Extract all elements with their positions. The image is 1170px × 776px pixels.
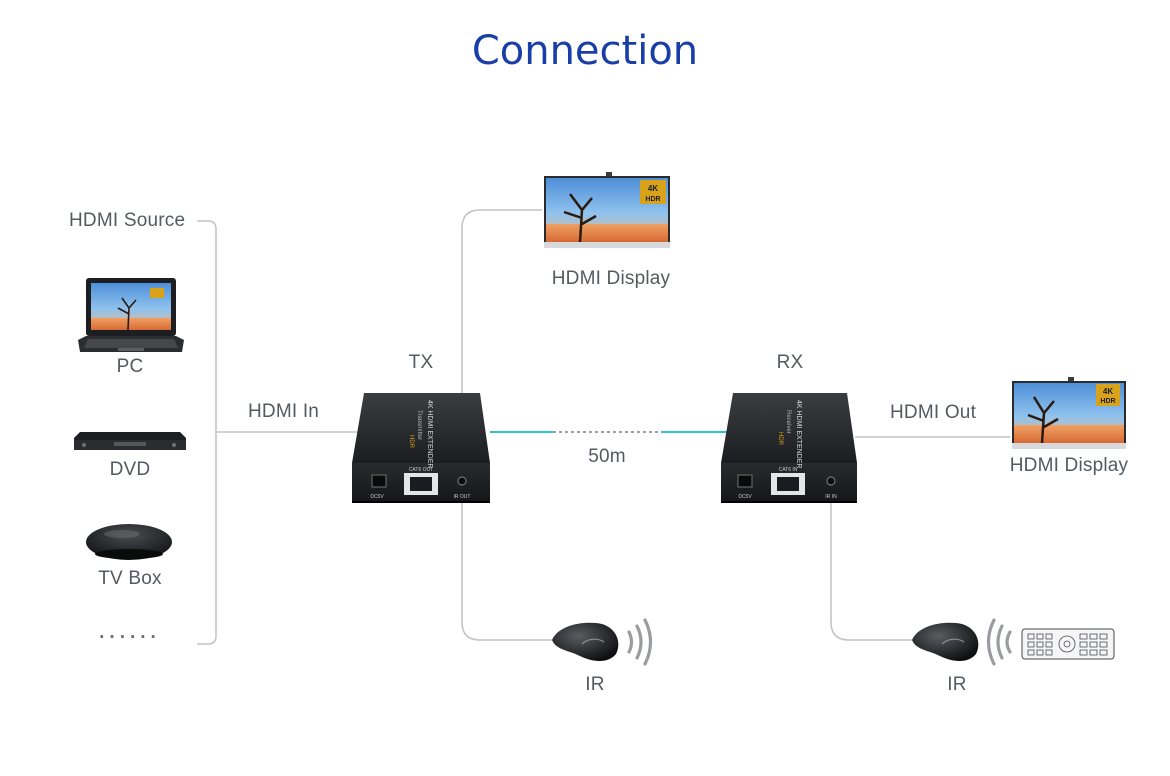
ir-receiver-rx-icon bbox=[912, 622, 979, 661]
device-label-dvd: DVD bbox=[109, 459, 151, 480]
remote-display-badge-bottom: HDR bbox=[1100, 398, 1115, 405]
tx-label: TX bbox=[408, 352, 434, 373]
rx-badge: HDR bbox=[777, 432, 783, 446]
ir-receiver-tx-icon bbox=[552, 622, 619, 661]
ir-rx-label: IR bbox=[947, 674, 967, 695]
rx-sub-text: Receiver bbox=[785, 410, 791, 434]
local-display-4k-badge bbox=[640, 180, 666, 204]
rx-face-text: 4K HDMI EXTENDER bbox=[795, 400, 802, 468]
local-display-badge-bottom: HDR bbox=[645, 196, 660, 203]
tx-box bbox=[352, 393, 490, 503]
tx-display-cable bbox=[461, 209, 542, 400]
tx-port-power: DC5V bbox=[370, 494, 384, 500]
rx-label: RX bbox=[776, 352, 804, 373]
tx-ir-cable bbox=[461, 500, 552, 641]
device-label-tv-box: TV Box bbox=[98, 568, 162, 589]
rx-box bbox=[721, 393, 857, 503]
more-devices-ellipsis: ...... bbox=[99, 622, 161, 643]
tx-port-cat: CAT6 OUT bbox=[409, 467, 433, 473]
source-bracket bbox=[197, 220, 217, 645]
dvd-player-icon bbox=[74, 432, 186, 450]
rx-port-ir: IR IN bbox=[825, 494, 837, 500]
remote-display-label: HDMI Display bbox=[1009, 455, 1129, 476]
local-display-badge-top: 4K bbox=[648, 184, 658, 193]
device-label-pc: PC bbox=[116, 356, 144, 377]
local-display-label: HDMI Display bbox=[551, 268, 671, 289]
distance-label: 50m bbox=[588, 446, 626, 467]
ir-tx-label: IR bbox=[585, 674, 605, 695]
hdmi-source-heading: HDMI Source bbox=[69, 210, 186, 231]
rx-port-cat: CAT6 IN bbox=[779, 467, 798, 473]
tv-box-icon bbox=[86, 524, 172, 560]
remote-display-4k-badge bbox=[1096, 384, 1120, 406]
ir-signal-rx-icon bbox=[986, 618, 1012, 666]
tx-badge: HDR bbox=[408, 435, 414, 449]
tx-face-text: 4K HDMI EXTENDER bbox=[426, 400, 433, 468]
rx-ir-cable bbox=[830, 500, 912, 641]
page-title: Connection bbox=[471, 28, 699, 74]
laptop-icon bbox=[78, 278, 184, 352]
rx-port-power: DC5V bbox=[738, 494, 752, 500]
ir-signal-tx-icon bbox=[627, 618, 653, 666]
remote-control-icon bbox=[1021, 628, 1115, 660]
tx-sub-text: Transmitter bbox=[416, 410, 422, 440]
hdmi-out-label: HDMI Out bbox=[890, 402, 977, 423]
remote-display-badge-top: 4K bbox=[1103, 387, 1113, 396]
local-display-icon bbox=[544, 172, 670, 248]
hdmi-in-label: HDMI In bbox=[248, 401, 320, 422]
tx-port-ir: IR OUT bbox=[454, 494, 471, 500]
